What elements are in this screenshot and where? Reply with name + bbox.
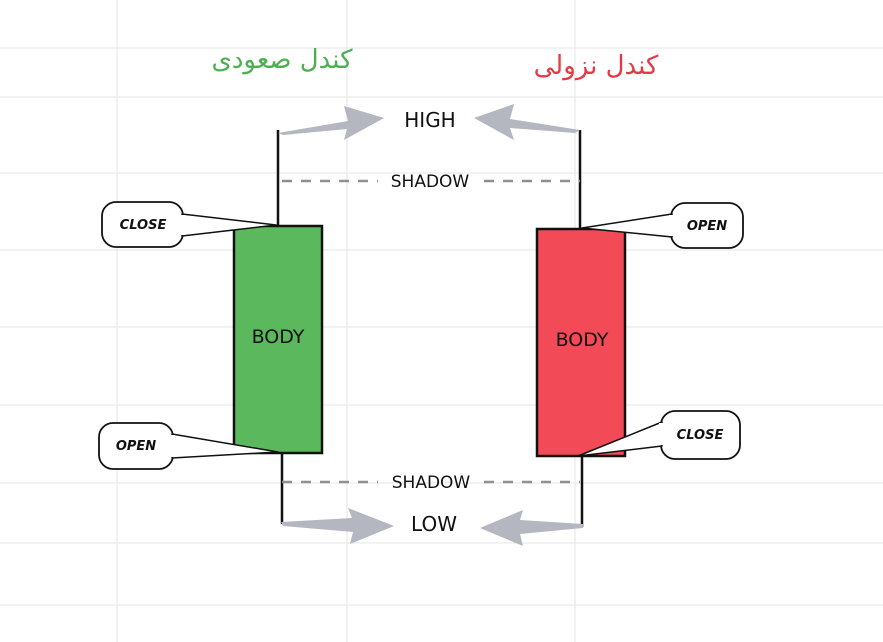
bullish-open-callout: OPEN	[98, 422, 279, 470]
low-arrow-right	[480, 510, 583, 546]
high-arrow-right	[474, 104, 580, 140]
low-arrow-left	[281, 508, 394, 544]
shadow-top-label: SHADOW	[391, 172, 470, 192]
svg-text:OPEN: OPEN	[116, 439, 156, 454]
bearish-candle-title: کندل نزولی	[534, 51, 659, 81]
bearish-candle-body	[535, 227, 627, 458]
bullish-body-label: BODY	[252, 326, 305, 348]
bearish-body-label: BODY	[556, 329, 609, 351]
bullish-close-callout: CLOSE	[101, 201, 277, 248]
bearish-open-callout: OPEN	[581, 202, 744, 249]
high-label: HIGH	[404, 108, 455, 132]
high-arrow-left	[278, 106, 384, 140]
svg-text:OPEN: OPEN	[687, 219, 727, 234]
shadow-bottom-label: SHADOW	[392, 473, 471, 493]
bullish-candle-title: کندل صعودی	[211, 45, 353, 75]
svg-text:CLOSE: CLOSE	[677, 428, 724, 443]
low-label: LOW	[411, 512, 457, 536]
svg-text:CLOSE: CLOSE	[120, 218, 167, 233]
bullish-candle-body	[232, 224, 324, 455]
bearish-close-callout: CLOSE	[577, 410, 741, 460]
